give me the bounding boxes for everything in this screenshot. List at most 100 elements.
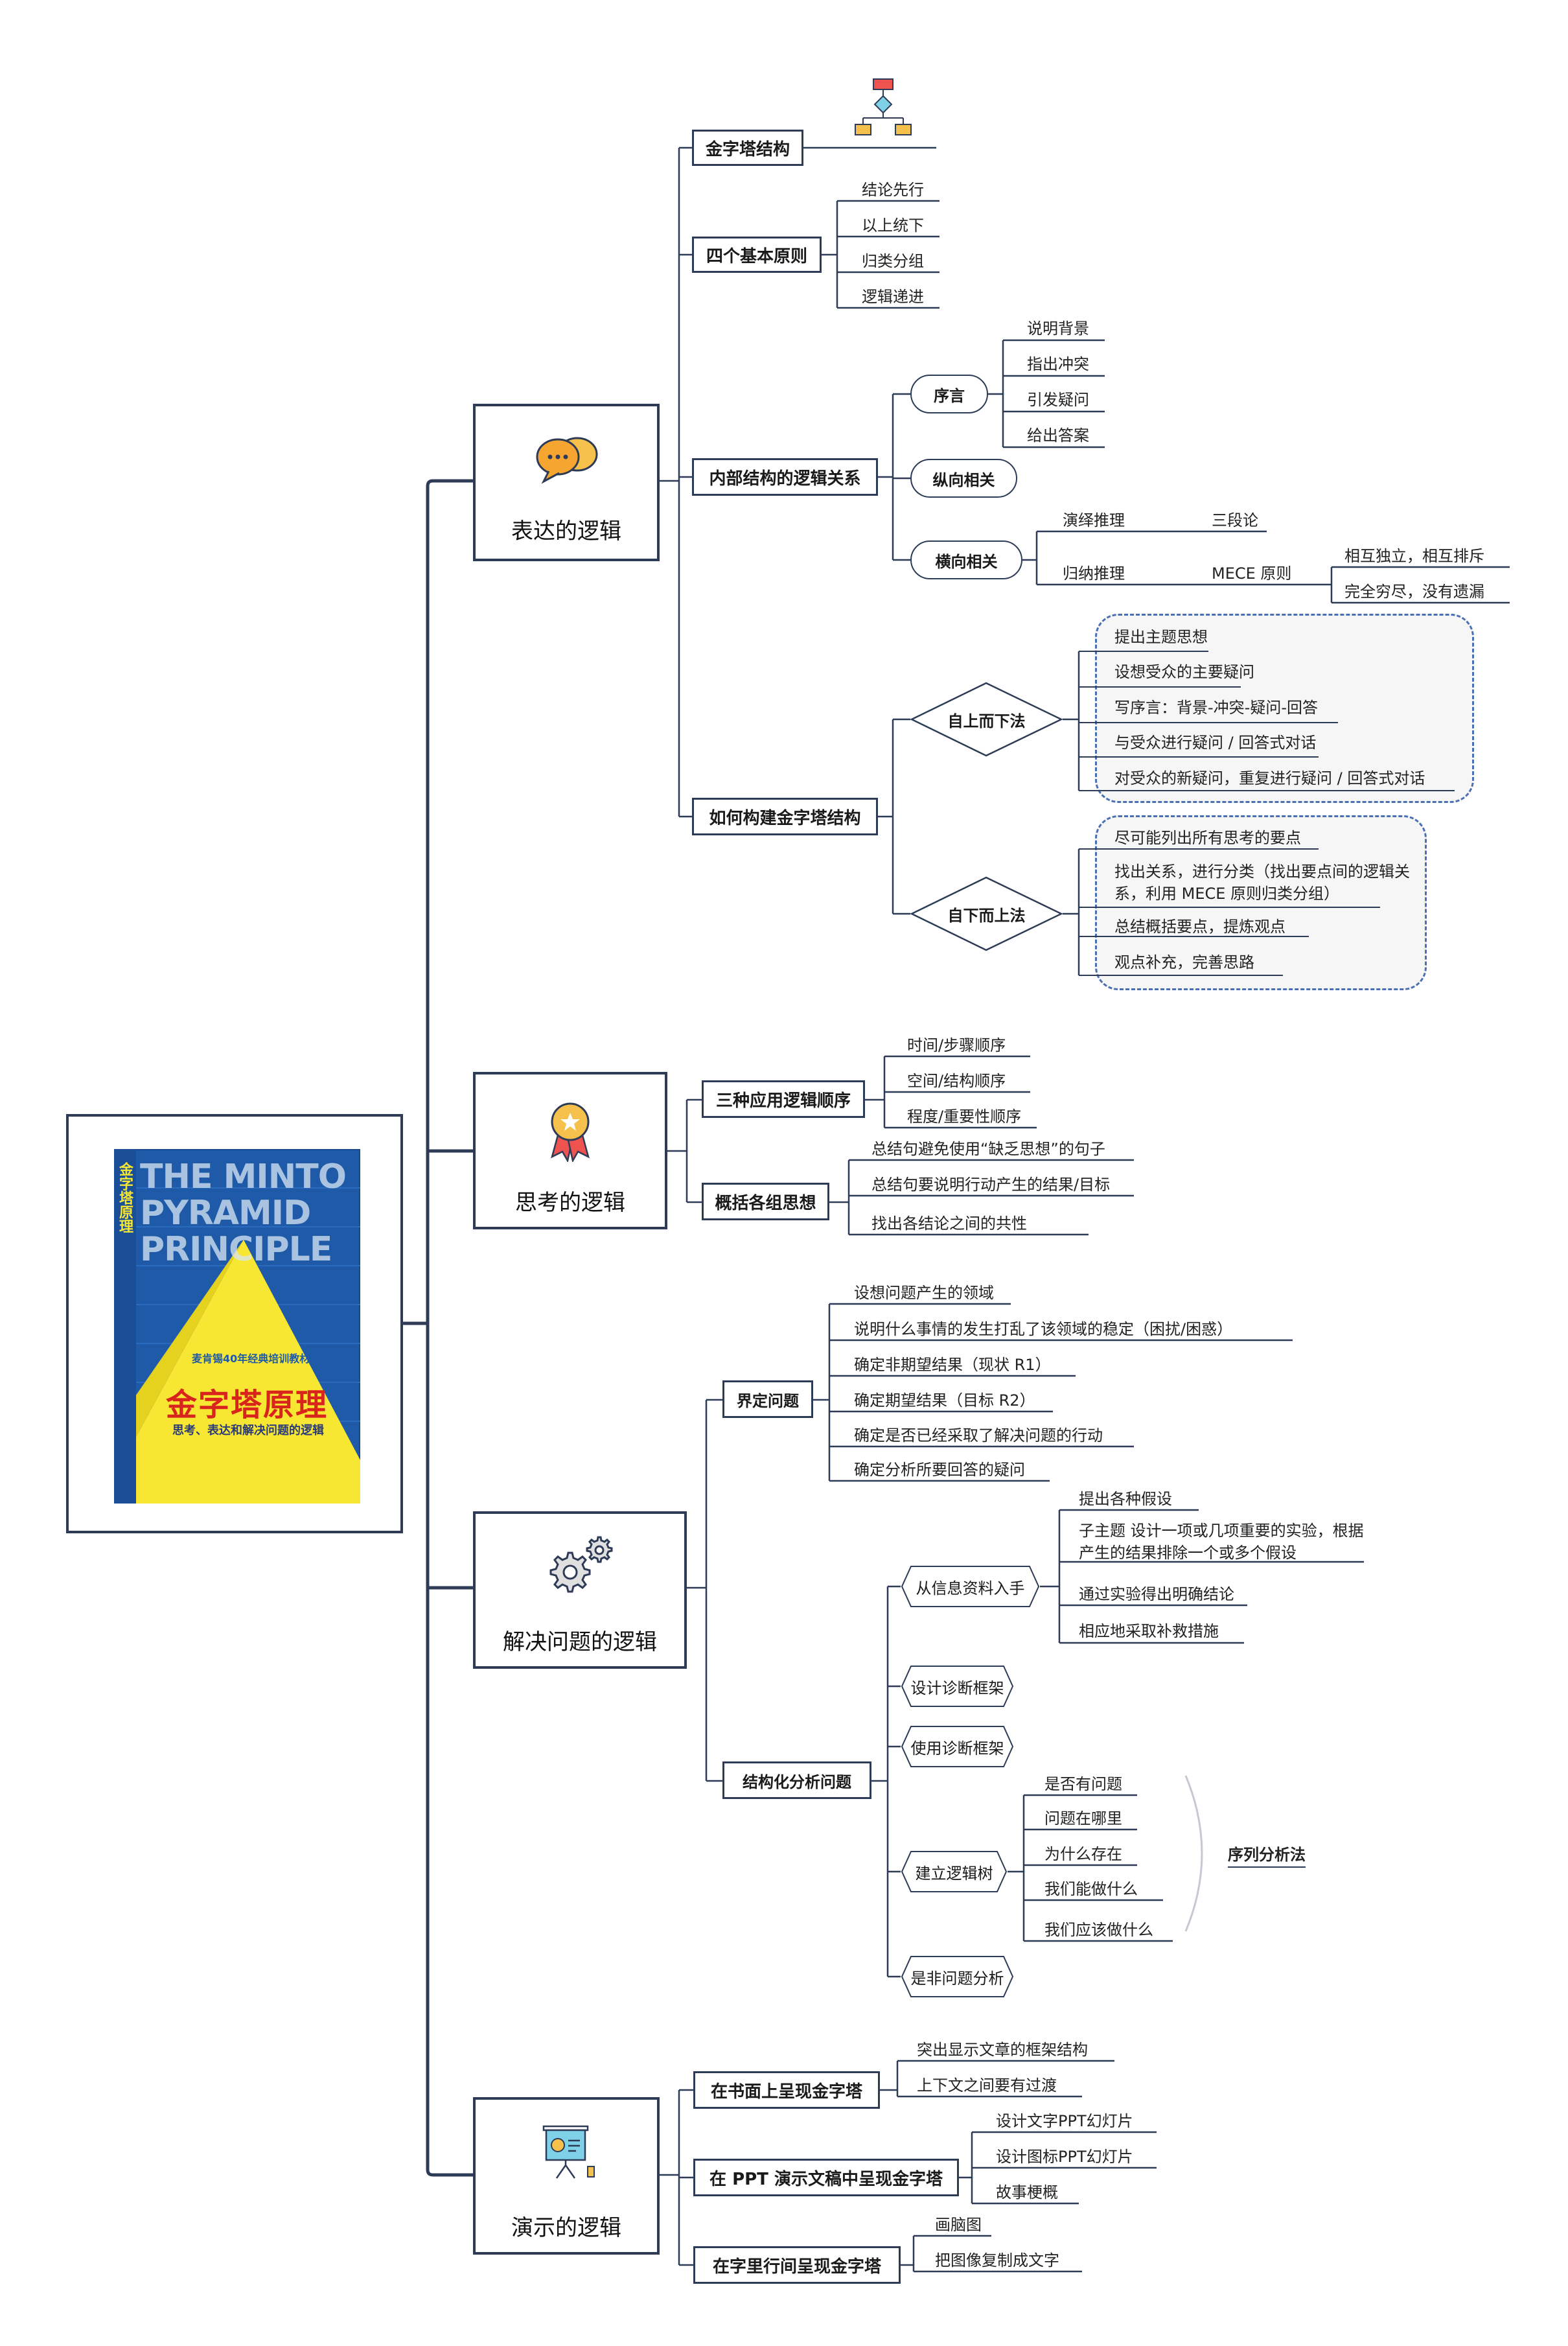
bottom-up-step: 找出关系，进行分类（找出要点间的逻辑关系，利用 MECE 原则归类分组） bbox=[1114, 863, 1410, 903]
info-item: 提出各种假设 bbox=[1079, 1490, 1172, 1508]
node-pyramid-structure[interactable]: 金字塔结构 bbox=[692, 130, 803, 166]
node-preface[interactable]: 序言 bbox=[910, 375, 988, 413]
principle-item: 以上统下 bbox=[862, 216, 924, 235]
bottom-up-lines bbox=[1078, 848, 1380, 976]
bottom-up-step: 总结概括要点，提炼观点 bbox=[1114, 918, 1286, 936]
book-cover-frame: THE MINTO PYRAMID PRINCIPLE 麦肯锡40年经典培训教材… bbox=[66, 1114, 403, 1533]
hex-logic-tree bbox=[901, 1851, 1008, 1892]
node-design-frame[interactable]: 设计诊断框架 bbox=[910, 1678, 1004, 1697]
branch-title: 思考的逻辑 bbox=[515, 1190, 625, 1216]
principle-item: 结论先行 bbox=[862, 181, 924, 199]
node-on-ppt[interactable]: 在 PPT 演示文稿中呈现金字塔 bbox=[693, 2159, 959, 2196]
node-use-frame[interactable]: 使用诊断框架 bbox=[910, 1739, 1004, 1758]
node-vertical-relation[interactable]: 纵向相关 bbox=[910, 459, 1017, 498]
line-item: 把图像复制成文字 bbox=[935, 2251, 1059, 2270]
preface-item: 指出冲突 bbox=[1027, 355, 1089, 373]
node-between-lines[interactable]: 在字里行间呈现金字塔 bbox=[693, 2246, 901, 2284]
node-define-problem[interactable]: 界定问题 bbox=[722, 1380, 813, 1418]
branch-presentation[interactable]: 演示的逻辑 bbox=[473, 2097, 660, 2255]
top-down-step: 与受众进行疑问 / 回答式对话 bbox=[1114, 734, 1317, 752]
top-down-step: 对受众的新疑问，重复进行疑问 / 回答式对话 bbox=[1114, 769, 1425, 787]
branch-problem-solving[interactable]: 解决问题的逻辑 bbox=[473, 1511, 687, 1669]
node-how-build[interactable]: 如何构建金字塔结构 bbox=[692, 798, 878, 835]
deduction-label: 演绎推理 bbox=[1063, 511, 1125, 529]
branch-title: 解决问题的逻辑 bbox=[503, 1629, 657, 1655]
info-item: 相应地采取补救措施 bbox=[1079, 1622, 1219, 1640]
node-top-down[interactable]: 自上而下法 bbox=[947, 712, 1026, 730]
book-badge: 麦肯锡40年经典培训教材 bbox=[192, 1353, 310, 1365]
node-on-paper[interactable]: 在书面上呈现金字塔 bbox=[693, 2071, 880, 2109]
node-logic-tree[interactable]: 建立逻辑树 bbox=[915, 1864, 993, 1883]
mece-item: 完全穷尽，没有遗漏 bbox=[1344, 583, 1484, 601]
node-structured-analysis[interactable]: 结构化分析问题 bbox=[722, 1761, 871, 1799]
tree-item: 问题在哪里 bbox=[1044, 1809, 1122, 1828]
mece-label: MECE 原则 bbox=[1212, 564, 1292, 583]
book-cn-title: 金字塔原理 bbox=[166, 1387, 329, 1423]
node-yes-no[interactable]: 是非问题分析 bbox=[910, 1969, 1004, 1988]
node-horizontal-relation[interactable]: 横向相关 bbox=[910, 540, 1022, 579]
node-four-principles[interactable]: 四个基本原则 bbox=[692, 237, 822, 273]
book-subtitle: 思考、表达和解决问题的逻辑 bbox=[172, 1424, 324, 1437]
tree-item: 为什么存在 bbox=[1044, 1845, 1122, 1863]
order-item: 时间/步骤顺序 bbox=[907, 1036, 1006, 1054]
presentation-board-icon bbox=[542, 2125, 595, 2179]
hex-yes-no bbox=[901, 1956, 1014, 1997]
induction-label: 归纳推理 bbox=[1063, 564, 1125, 583]
node-three-orders[interactable]: 三种应用逻辑顺序 bbox=[702, 1080, 865, 1118]
principle-item: 归类分组 bbox=[862, 252, 924, 270]
hex-use-frame bbox=[901, 1726, 1014, 1767]
define-item: 确定期望结果（目标 R2） bbox=[854, 1391, 1035, 1410]
mece-item: 相互独立，相互排斥 bbox=[1344, 547, 1484, 565]
top-down-step: 写序言：背景-冲突-疑问-回答 bbox=[1114, 699, 1318, 717]
top-down-steps-panel bbox=[1095, 614, 1474, 803]
hex-design-frame bbox=[901, 1666, 1014, 1707]
define-item: 确定是否已经采取了解决问题的行动 bbox=[854, 1426, 1103, 1445]
tree-item: 我们应该做什么 bbox=[1044, 1921, 1153, 1939]
node-internal-logic[interactable]: 内部结构的逻辑关系 bbox=[692, 458, 878, 496]
order-item: 空间/结构顺序 bbox=[907, 1072, 1006, 1090]
summarize-item: 总结句要说明行动产生的结果/目标 bbox=[871, 1176, 1111, 1194]
node-summarize[interactable]: 概括各组思想 bbox=[702, 1183, 829, 1220]
ppt-item: 设计文字PPT幻灯片 bbox=[996, 2112, 1133, 2130]
preface-item: 引发疑问 bbox=[1027, 391, 1089, 409]
branch-title: 表达的逻辑 bbox=[511, 518, 621, 544]
branch-thinking[interactable]: 思考的逻辑 bbox=[473, 1072, 667, 1229]
book-spine-title: 金字塔原理 bbox=[117, 1162, 133, 1233]
preface-item: 给出答案 bbox=[1027, 426, 1089, 445]
info-item: 子主题 设计一项或几项重要的实验，根据产生的结果排除一个或多个假设 bbox=[1079, 1522, 1364, 1562]
line-item: 画脑图 bbox=[935, 2216, 982, 2234]
paper-item: 上下文之间要有过渡 bbox=[917, 2076, 1057, 2095]
bottom-up-step: 尽可能列出所有思考的要点 bbox=[1114, 829, 1301, 847]
ppt-item: 故事梗概 bbox=[996, 2183, 1058, 2201]
summarize-item: 总结句避免使用“缺乏思想”的句子 bbox=[871, 1140, 1105, 1158]
tree-item: 是否有问题 bbox=[1044, 1775, 1122, 1793]
bottom-up-step: 观点补充，完善思路 bbox=[1114, 953, 1254, 971]
info-item: 通过实验得出明确结论 bbox=[1079, 1585, 1234, 1603]
hex-from-info bbox=[901, 1566, 1040, 1607]
node-from-info[interactable]: 从信息资料入手 bbox=[916, 1579, 1025, 1597]
chat-bubbles-icon bbox=[536, 437, 598, 484]
preface-item: 说明背景 bbox=[1027, 319, 1089, 338]
syllogism-label: 三段论 bbox=[1212, 511, 1258, 529]
define-item: 确定分析所要回答的疑问 bbox=[854, 1461, 1025, 1479]
flowchart-icon bbox=[855, 78, 912, 135]
order-item: 程度/重要性顺序 bbox=[907, 1108, 1022, 1126]
branch-title: 演示的逻辑 bbox=[511, 2215, 621, 2241]
gears-icon bbox=[549, 1536, 613, 1593]
book-cover-image bbox=[114, 1149, 360, 1504]
define-item: 设想问题产生的领域 bbox=[854, 1284, 994, 1302]
define-item: 确定非期望结果（现状 R1） bbox=[854, 1356, 1051, 1374]
branch-expression[interactable]: 表达的逻辑 bbox=[473, 404, 660, 561]
top-down-step: 设想受众的主要疑问 bbox=[1114, 663, 1254, 681]
diamond-top-down bbox=[910, 682, 1063, 757]
sequence-analysis-label: 序列分析法 bbox=[1228, 1843, 1306, 1868]
node-bottom-up[interactable]: 自下而上法 bbox=[947, 906, 1026, 925]
diamond-bottom-up bbox=[910, 876, 1063, 951]
bottom-up-steps-panel bbox=[1095, 815, 1427, 990]
summarize-item: 找出各结论之间的共性 bbox=[871, 1214, 1027, 1233]
ppt-item: 设计图标PPT幻灯片 bbox=[996, 2148, 1133, 2166]
principle-item: 逻辑递进 bbox=[862, 288, 924, 306]
top-down-step: 提出主题思想 bbox=[1114, 628, 1208, 646]
paper-item: 突出显示文章的框架结构 bbox=[917, 2041, 1088, 2059]
book-banner-title: THE MINTO PYRAMID PRINCIPLE bbox=[140, 1157, 347, 1269]
